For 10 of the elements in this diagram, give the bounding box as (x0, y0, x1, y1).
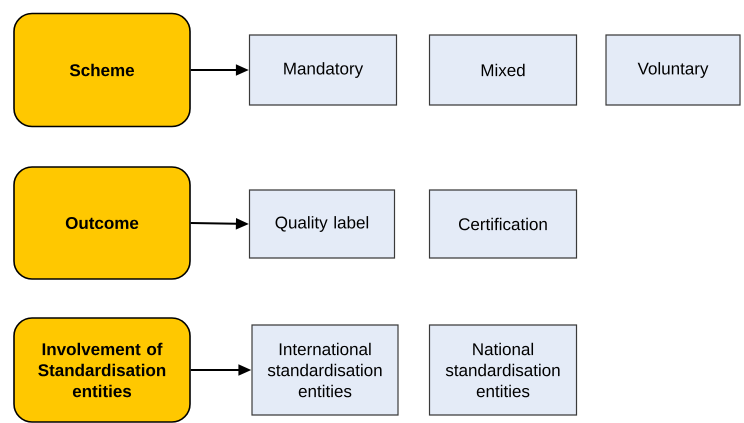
option-box: Certification (428, 189, 578, 259)
category-box: Involvement of Standardisation entities (13, 317, 191, 423)
option-box: National standardisation entities (428, 324, 578, 416)
option-box: Mandatory (248, 34, 398, 106)
option-box: International standardisation entities (251, 324, 399, 416)
category-box: Outcome (13, 166, 191, 280)
option-box: Voluntary (605, 34, 741, 106)
category-box: Scheme (13, 12, 191, 128)
option-box: Mixed (428, 34, 578, 106)
option-box: Quality label (248, 189, 396, 259)
